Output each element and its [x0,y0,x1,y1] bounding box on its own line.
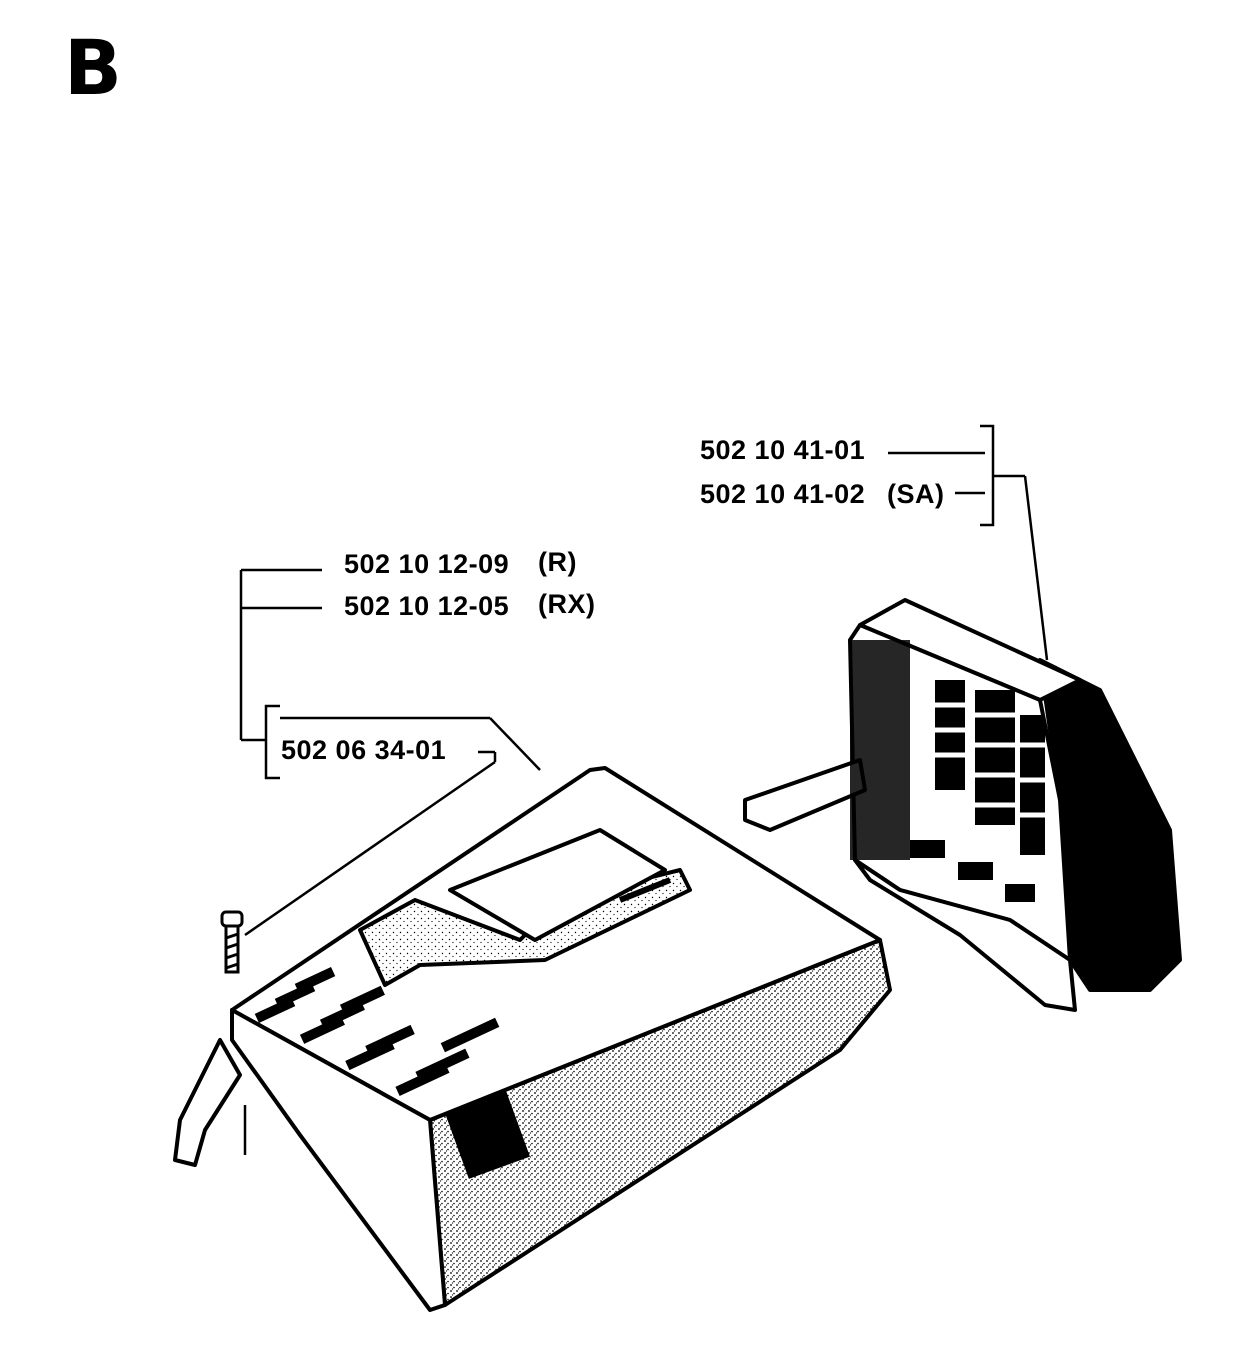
leader-lines-cylinder-cover [239,568,541,1155]
screw [220,910,244,974]
section-letter: B [64,23,122,112]
leader-lines-air-filter-cover [888,424,1049,661]
variant-r: (R) [538,547,577,577]
variant-sa: (SA) [887,479,945,509]
cylinder-cover-vents [254,967,530,1179]
part-number-502-06-34-01: 502 06 34-01 [281,735,447,765]
part-number-502-10-41-02: 502 10 41-02 [700,479,866,509]
part-number-502-10-41-01: 502 10 41-01 [700,435,866,465]
part-number-502-10-12-09: 502 10 12-09 [344,549,510,579]
part-number-502-10-12-05: 502 10 12-05 [344,591,510,621]
variant-rx: (RX) [538,589,596,619]
cylinder-cover [173,766,892,1312]
air-filter-grill-bars [935,702,1045,818]
